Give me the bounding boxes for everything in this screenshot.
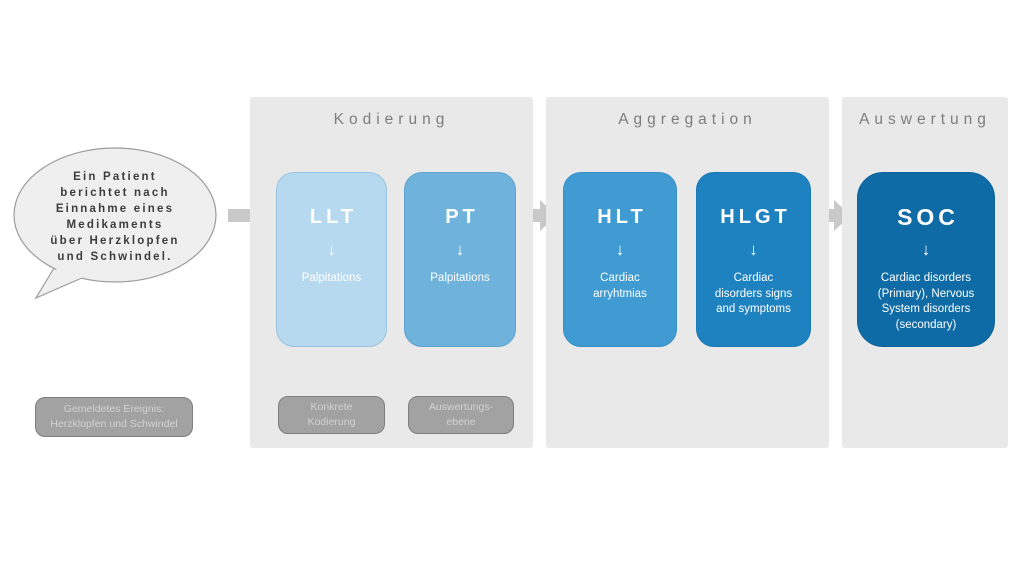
- level-term: Cardiac disorders signs and symptoms: [714, 272, 793, 315]
- level-code: SOC: [897, 204, 959, 230]
- meddra-box-hlgt: HLGT ↓ Cardiac disorders signs and sympt…: [696, 172, 811, 347]
- level-code: LLT: [309, 206, 358, 228]
- meddra-box-soc: SOC ↓ Cardiac disorders (Primary), Nervo…: [857, 172, 995, 347]
- level-code: HLT: [597, 206, 647, 228]
- section-title: Kodierung: [333, 111, 450, 128]
- konkrete-kodierung-chip: Konkrete Kodierung: [278, 396, 385, 434]
- down-arrow-icon: ↓: [749, 240, 758, 259]
- patient-report-text: Ein Patient berichtet nach Einnahme eine…: [50, 171, 180, 263]
- down-arrow-icon: ↓: [615, 240, 625, 259]
- auswertungsebene-chip: Auswertungs- ebene: [408, 396, 514, 434]
- flow-arrow-icon: [811, 200, 851, 231]
- reported-event-chip: Gemeldetes Ereignis: Herzklopfen und Sch…: [35, 397, 193, 437]
- level-code: PT: [445, 206, 479, 228]
- meddra-box-pt: PT ↓ Palpitations: [404, 172, 516, 347]
- down-arrow-icon: ↓: [327, 240, 336, 259]
- down-arrow-icon: ↓: [455, 240, 465, 259]
- level-term: Palpitations: [301, 272, 362, 284]
- section-title: Aggregation: [618, 111, 757, 128]
- level-term: Palpitations: [430, 272, 490, 284]
- level-code: HLGT: [720, 206, 791, 228]
- meddra-box-hlt: HLT ↓ Cardiac arryhtmias: [563, 172, 677, 347]
- meddra-box-llt: LLT ↓ Palpitations: [276, 172, 387, 347]
- speech-bubble-shape: [13, 147, 217, 300]
- down-arrow-icon: ↓: [921, 240, 931, 259]
- level-term: Cardiac arryhtmias: [593, 272, 647, 300]
- level-term: Cardiac disorders (Primary), Nervous Sys…: [877, 272, 975, 331]
- section-title: Auswertung: [859, 111, 991, 128]
